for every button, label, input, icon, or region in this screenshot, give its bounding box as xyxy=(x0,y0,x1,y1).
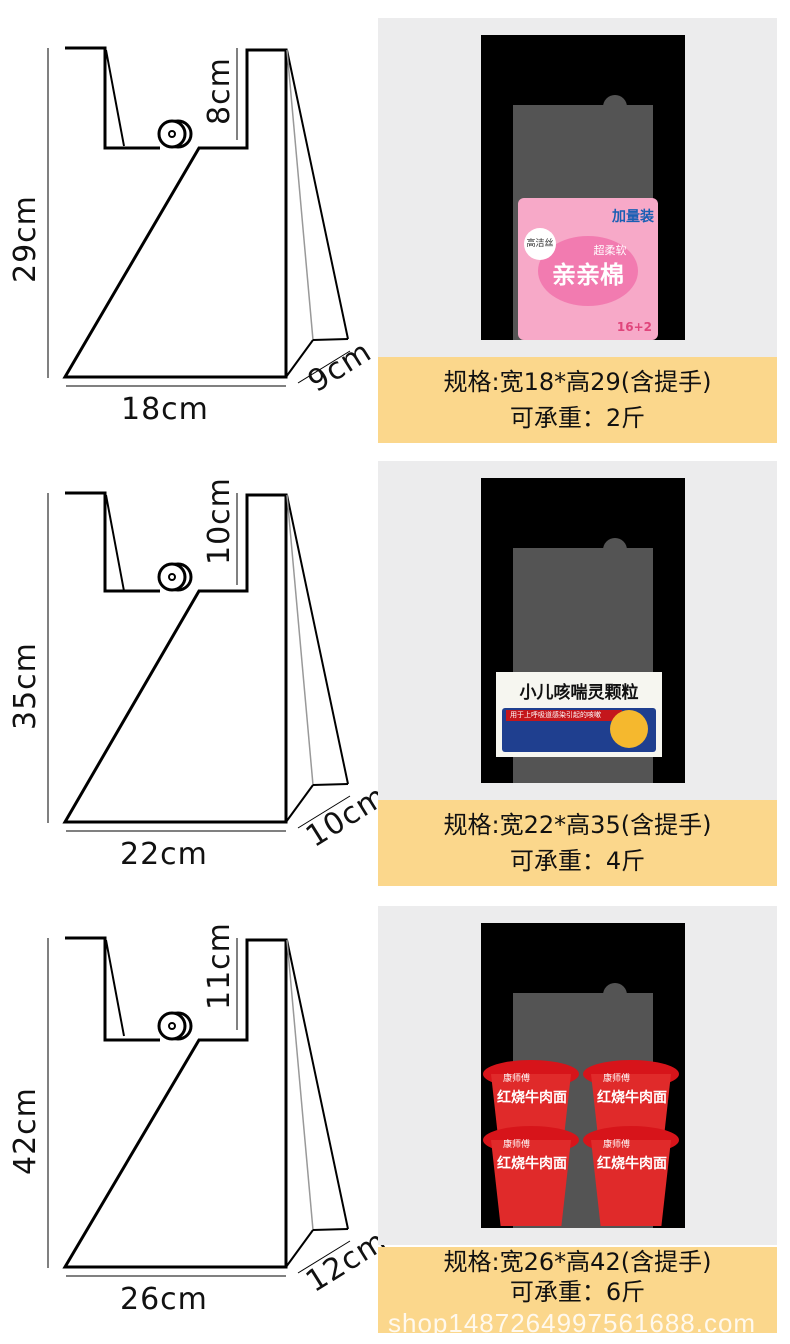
height-dimension: 35cm xyxy=(8,642,43,730)
bag-diagram: 42cm 11cm 26cm 12cm xyxy=(0,890,393,1335)
width-dimension: 22cm xyxy=(120,837,208,872)
spec-label: 规格:宽18*高29(含提手) 可承重：2斤 xyxy=(378,357,777,443)
bag-diagram: 29cm 8cm 18cm 9cm xyxy=(0,0,378,445)
bag-outline xyxy=(47,46,351,387)
bag-diagram: 35cm 10cm 22cm 10cm xyxy=(0,445,393,890)
brand-text: 康师傅 xyxy=(503,1140,531,1150)
spec-label: 规格:宽26*高42(含提手) 可承重：6斤 xyxy=(378,1247,777,1333)
brand-text: 康师傅 xyxy=(603,1140,631,1150)
product-image: 红烧牛肉面 康师傅 红烧牛肉面 康师傅 红烧牛肉面 康师傅 红烧牛肉面 康师傅 xyxy=(483,1060,681,1230)
bag-size-section: 29cm 8cm 18cm 9cm 加量装 高洁丝 超柔软 亲亲棉 16+2 规… xyxy=(0,0,790,445)
height-dimension: 42cm xyxy=(8,1087,43,1175)
handle-dimension: 11cm xyxy=(202,922,237,1010)
product-image: 加量装 高洁丝 超柔软 亲亲棉 16+2 xyxy=(518,198,658,340)
width-dimension: 18cm xyxy=(121,392,209,427)
handle-dimension: 10cm xyxy=(202,477,237,565)
brand-text: 康师傅 xyxy=(603,1074,631,1084)
bag-photo-panel: 加量装 高洁丝 超柔软 亲亲棉 16+2 xyxy=(378,18,777,357)
bag-size-section: 42cm 11cm 26cm 12cm 红烧牛肉面 康师傅 红烧牛肉面 康师傅 … xyxy=(0,890,790,1335)
spec-text: 规格:宽18*高29(含提手) xyxy=(443,368,712,396)
product-name: 红烧牛肉面 xyxy=(597,1156,667,1172)
spec-label: 规格:宽22*高35(含提手) 可承重：4斤 xyxy=(378,800,777,886)
handle-dimension: 8cm xyxy=(202,57,237,125)
spec-text: 规格:宽26*高42(含提手) xyxy=(443,1248,712,1276)
bag-size-section: 35cm 10cm 22cm 10cm 小儿咳喘灵颗粒 用于上呼吸道感染引起的咳… xyxy=(0,445,790,890)
product-image: 小儿咳喘灵颗粒 用于上呼吸道感染引起的咳嗽 xyxy=(496,672,662,757)
product-name: 亲亲棉 xyxy=(552,261,624,289)
width-dimension: 26cm xyxy=(120,1282,208,1317)
product-name: 小儿咳喘灵颗粒 xyxy=(519,683,639,703)
height-dimension: 29cm xyxy=(8,195,43,283)
brand-text: 康师傅 xyxy=(503,1074,531,1084)
product-name: 红烧牛肉面 xyxy=(497,1156,567,1172)
count-text: 16+2 xyxy=(616,320,652,334)
load-text: 可承重：6斤 xyxy=(509,1278,646,1306)
product-sub: 超柔软 xyxy=(593,244,627,257)
bag-photo-panel: 红烧牛肉面 康师傅 红烧牛肉面 康师傅 红烧牛肉面 康师傅 红烧牛肉面 康师傅 xyxy=(378,906,777,1245)
load-text: 可承重：4斤 xyxy=(509,847,646,875)
badge-text: 加量装 xyxy=(612,209,654,225)
product-name: 红烧牛肉面 xyxy=(597,1090,667,1106)
bag-photo-panel: 小儿咳喘灵颗粒 用于上呼吸道感染引起的咳嗽 xyxy=(378,461,777,800)
product-name: 红烧牛肉面 xyxy=(497,1090,567,1106)
bag-outline xyxy=(47,936,351,1277)
product-sub: 用于上呼吸道感染引起的咳嗽 xyxy=(506,710,622,721)
spec-text: 规格:宽22*高35(含提手) xyxy=(443,811,712,839)
load-text: 可承重：2斤 xyxy=(509,404,646,432)
watermark: shop1487264997561688.com xyxy=(388,1308,757,1338)
brand-text: 高洁丝 xyxy=(524,228,556,260)
bag-outline xyxy=(47,491,351,832)
